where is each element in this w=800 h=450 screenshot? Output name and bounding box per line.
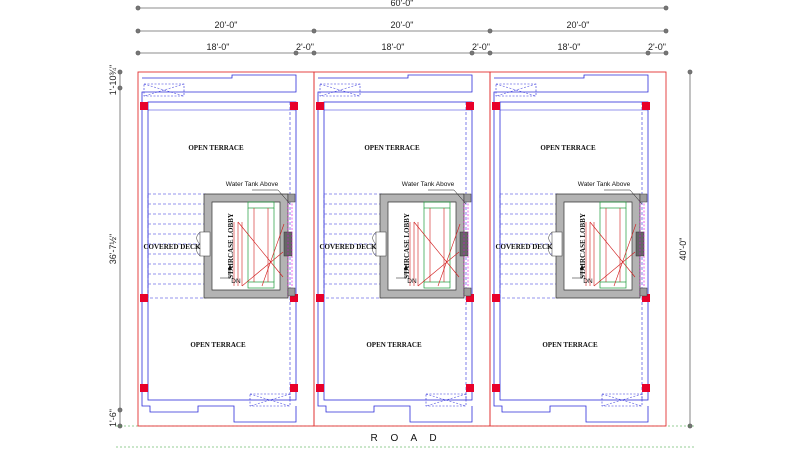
road-label: R O A D (370, 433, 441, 444)
staircase-lobby-label: STAIRCASE LOBBY (227, 213, 235, 279)
open-terrace-bottom-label: OPEN TERRACE (366, 341, 422, 349)
right-dimension (687, 69, 693, 429)
left-bottom-dim: 1'-6" (108, 409, 118, 427)
unit-width-dim-1: 20'-0" (215, 20, 238, 30)
sub-width-dim-5: 18'-0" (558, 42, 581, 52)
right-total-dim: 40'-0" (678, 238, 688, 261)
dn-label: DN (407, 278, 417, 285)
overall-width-dim: 60'-0" (391, 0, 414, 8)
sub-width-dim-1: 18'-0" (207, 42, 230, 52)
open-terrace-bottom-label: OPEN TERRACE (542, 341, 598, 349)
left-top-dim: 1'-10¾" (108, 65, 118, 95)
dn-label: DN (583, 278, 593, 285)
left-middle-dim: 36'-7½" (108, 234, 118, 264)
open-terrace-top-label: OPEN TERRACE (188, 144, 244, 152)
staircase-lobby-label: STAIRCASE LOBBY (403, 213, 411, 279)
unit-width-dim-2: 20'-0" (391, 20, 414, 30)
sub-width-dim-3: 18'-0" (382, 42, 405, 52)
sub-width-dim-2: 2'-0" (296, 42, 314, 52)
covered-deck-label: COVERED DECK (320, 243, 378, 251)
sub-width-dim-4: 2'-0" (472, 42, 490, 52)
left-dimensions (117, 69, 123, 429)
open-terrace-bottom-label: OPEN TERRACE (190, 341, 246, 349)
sub-width-dim-6: 2'-0" (648, 42, 666, 52)
water-tank-label: Water Tank Above (402, 181, 455, 188)
water-tank-label: Water Tank Above (226, 181, 279, 188)
dn-label: DN (231, 278, 241, 285)
covered-deck-label: COVERED DECK (496, 243, 554, 251)
top-dimensions (135, 5, 669, 56)
unit-width-dim-3: 20'-0" (567, 20, 590, 30)
covered-deck-label: COVERED DECK (144, 243, 202, 251)
water-tank-label: Water Tank Above (578, 181, 631, 188)
staircase-lobby-label: STAIRCASE LOBBY (579, 213, 587, 279)
open-terrace-top-label: OPEN TERRACE (364, 144, 420, 152)
open-terrace-top-label: OPEN TERRACE (540, 144, 596, 152)
